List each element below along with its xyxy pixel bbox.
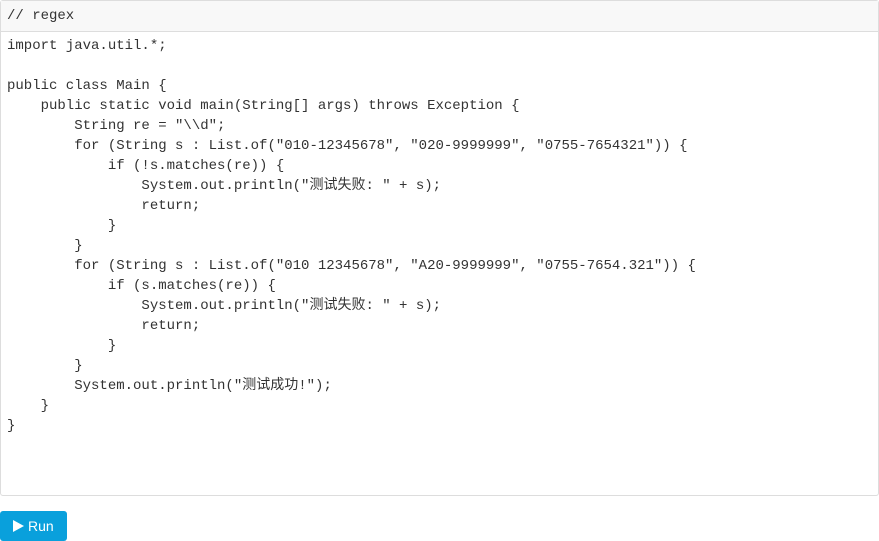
code-line: public class Main { — [7, 78, 167, 94]
run-button[interactable]: Run — [0, 511, 67, 541]
code-line: System.out.println("测试失败: " + s); — [7, 298, 442, 314]
code-line: System.out.println("测试成功!"); — [7, 378, 332, 394]
code-line: } — [7, 338, 117, 354]
code-line: for (String s : List.of("010-12345678", … — [7, 138, 688, 154]
code-line: if (!s.matches(re)) { — [7, 158, 285, 174]
code-line: if (s.matches(re)) { — [7, 278, 276, 294]
editor-title: // regex — [1, 1, 878, 32]
code-line: public static void main(String[] args) t… — [7, 98, 520, 114]
code-editor[interactable]: // regex import java.util.*; public class… — [0, 0, 879, 496]
code-line: for (String s : List.of("010 12345678", … — [7, 258, 696, 274]
code-line: System.out.println("测试失败: " + s); — [7, 178, 442, 194]
code-line: } — [7, 238, 83, 254]
code-line: } — [7, 418, 16, 434]
code-line: } — [7, 358, 83, 374]
code-line: String re = "\\d"; — [7, 118, 226, 134]
code-line: } — [7, 218, 117, 234]
code-area[interactable]: import java.util.*; public class Main { p… — [1, 32, 878, 436]
code-line: return; — [7, 198, 201, 214]
code-line: return; — [7, 318, 201, 334]
code-line — [7, 56, 878, 76]
code-line: import java.util.*; — [7, 38, 167, 54]
run-label: Run — [28, 518, 54, 534]
code-line: } — [7, 398, 50, 414]
play-icon — [13, 520, 24, 532]
